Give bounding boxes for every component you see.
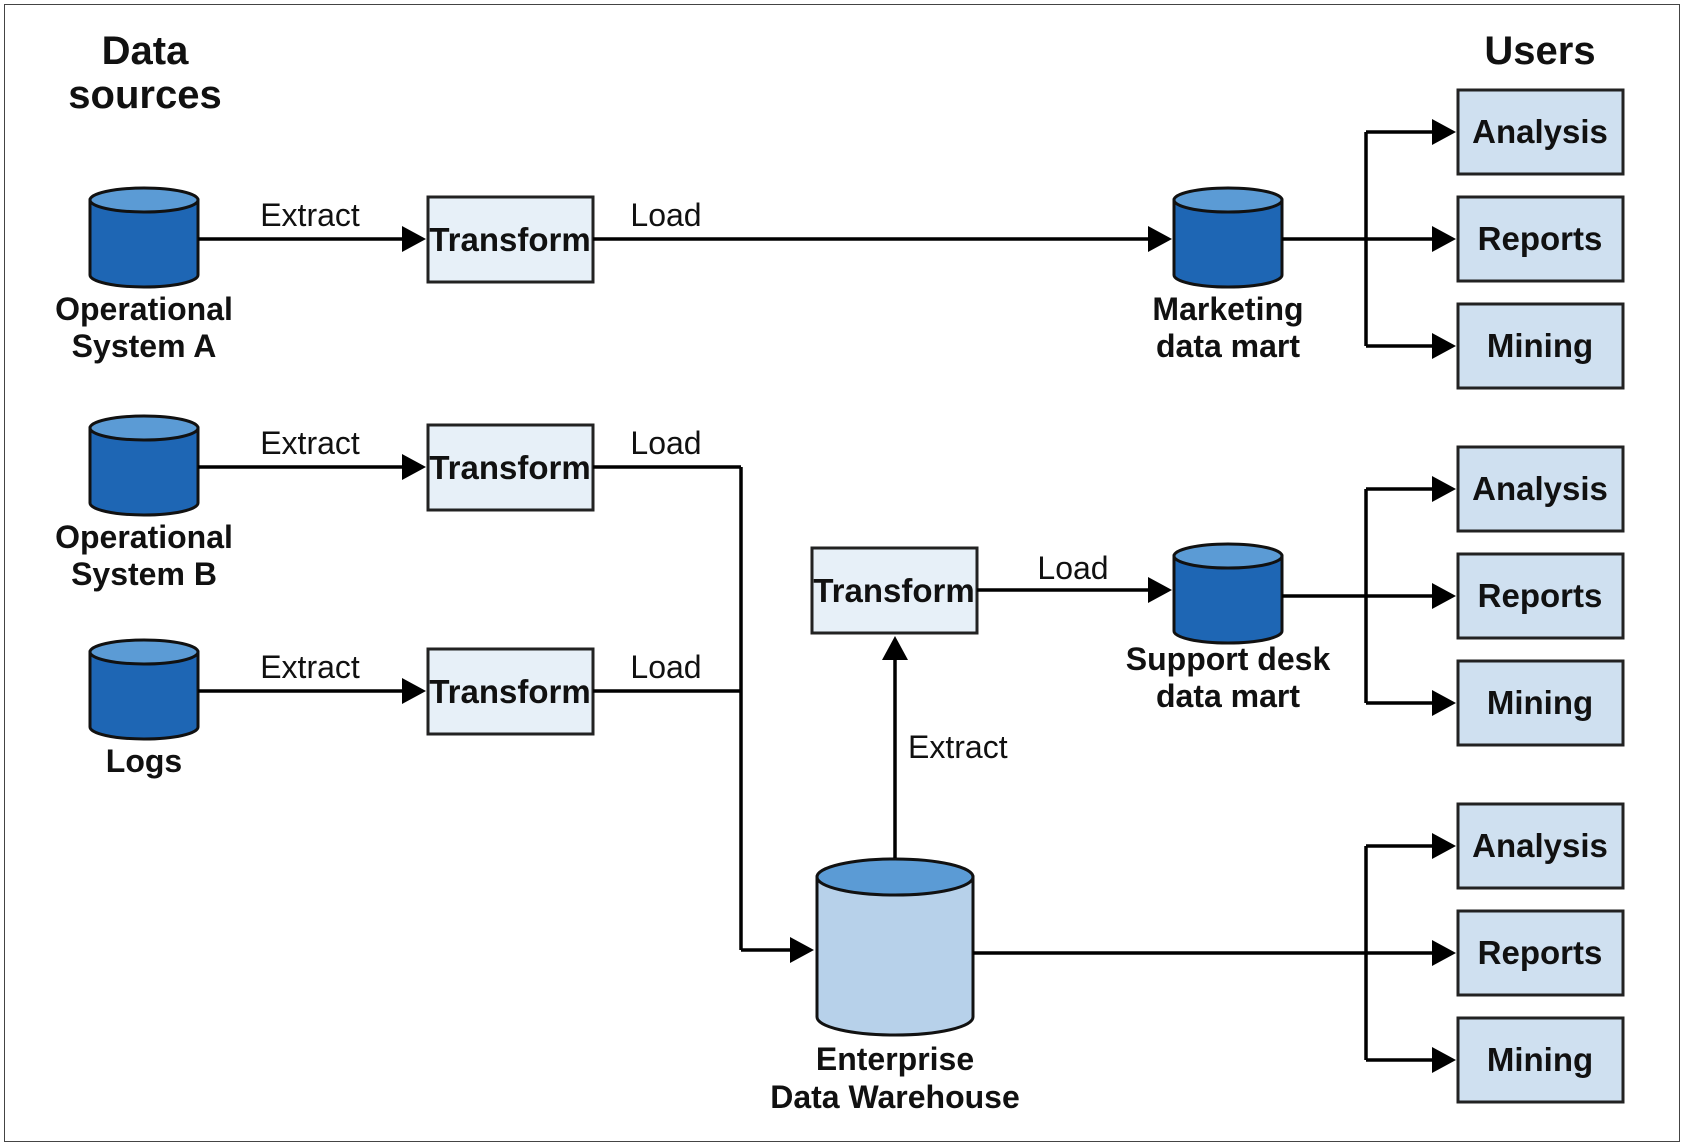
label-operational-system-b-1: Operational <box>55 519 233 555</box>
arrowhead-reports-2 <box>1432 583 1456 609</box>
label-extract-logs: Extract <box>260 649 360 685</box>
label-operational-system-a-1: Operational <box>55 291 233 327</box>
transform-label-logs: Transform <box>429 673 590 710</box>
label-support-desk-2: data mart <box>1156 678 1300 714</box>
database-operational-system-a <box>88 186 200 289</box>
label-marketing-data-mart-2: data mart <box>1156 328 1300 364</box>
user-analysis-1 <box>1456 88 1625 176</box>
arrowhead-reports-1 <box>1432 226 1456 252</box>
user-analysis-2-label: Analysis <box>1472 470 1608 507</box>
arrowhead-mining-2 <box>1432 690 1456 716</box>
label-operational-system-b-2: System B <box>71 556 217 592</box>
label-extract-b: Extract <box>260 425 360 461</box>
label-extract-a: Extract <box>260 197 360 233</box>
label-marketing-data-mart-1: Marketing <box>1152 291 1303 327</box>
label-support-desk-1: Support desk <box>1126 641 1331 677</box>
label-load-logs: Load <box>630 649 701 685</box>
arrowhead-reports-3 <box>1432 940 1456 966</box>
header-data-sources-line2: sources <box>68 73 221 117</box>
user-reports-3-label: Reports <box>1478 934 1603 971</box>
database-logs <box>88 638 200 741</box>
label-load-support: Load <box>1037 550 1108 586</box>
user-mining-2 <box>1456 659 1625 747</box>
transform-box-a <box>426 195 595 284</box>
user-mining-3-label: Mining <box>1487 1041 1593 1078</box>
user-mining-2-label: Mining <box>1487 684 1593 721</box>
transform-label-warehouse: Transform <box>813 572 974 609</box>
transform-label-b: Transform <box>429 449 590 486</box>
arrowhead-analysis-3 <box>1432 833 1456 859</box>
arrowhead-mining-1 <box>1432 333 1456 359</box>
database-support-desk-data-mart <box>1172 542 1284 645</box>
diagram-frame <box>4 4 1680 1142</box>
user-reports-3 <box>1456 909 1625 997</box>
user-analysis-3 <box>1456 802 1625 890</box>
arrowhead-load-a <box>1148 226 1172 252</box>
label-operational-system-a-2: System A <box>72 328 217 364</box>
arrowhead-analysis-1 <box>1432 119 1456 145</box>
user-mining-3 <box>1456 1016 1625 1104</box>
user-reports-2 <box>1456 552 1625 640</box>
label-warehouse-1: Enterprise <box>816 1041 974 1077</box>
arrowhead-extract-warehouse <box>882 636 908 660</box>
label-logs: Logs <box>106 743 182 779</box>
header-data-sources-line1: Data <box>102 29 189 73</box>
user-reports-1 <box>1456 195 1625 283</box>
user-reports-1-label: Reports <box>1478 220 1603 257</box>
label-load-a: Load <box>630 197 701 233</box>
arrowhead-load-warehouse <box>790 937 814 963</box>
database-enterprise-data-warehouse <box>815 857 975 1037</box>
user-analysis-2 <box>1456 445 1625 533</box>
arrowhead-extract-a <box>402 226 426 252</box>
arrowhead-analysis-2 <box>1432 476 1456 502</box>
label-extract-warehouse: Extract <box>908 729 1008 765</box>
user-reports-2-label: Reports <box>1478 577 1603 614</box>
header-users: Users <box>1484 29 1595 73</box>
transform-label-a: Transform <box>429 221 590 258</box>
database-operational-system-b <box>88 414 200 517</box>
database-marketing-data-mart <box>1172 186 1284 289</box>
label-warehouse-2: Data Warehouse <box>770 1079 1020 1115</box>
user-mining-1 <box>1456 302 1625 390</box>
arrowhead-mining-3 <box>1432 1047 1456 1073</box>
arrowhead-extract-b <box>402 454 426 480</box>
arrowhead-extract-logs <box>402 678 426 704</box>
user-analysis-3-label: Analysis <box>1472 827 1608 864</box>
arrowhead-load-support <box>1148 577 1172 603</box>
user-mining-1-label: Mining <box>1487 327 1593 364</box>
label-load-b: Load <box>630 425 701 461</box>
user-analysis-1-label: Analysis <box>1472 113 1608 150</box>
